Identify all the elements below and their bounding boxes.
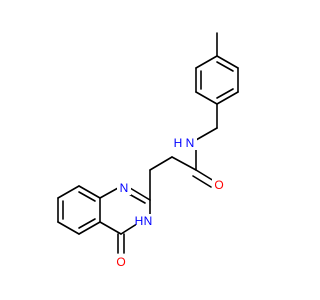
ring-n3-bg (136, 214, 156, 228)
bonds (57, 32, 239, 254)
bond-c2-n1-double (128, 193, 146, 204)
bond-ring-a-double-2 (216, 88, 234, 99)
ring-n1-bg (117, 181, 131, 195)
ring-o-bg (114, 254, 128, 268)
bond-benzo-5 (78, 221, 101, 235)
bond-c4a-c4 (99, 221, 122, 235)
bond-ch2-n (195, 127, 218, 141)
bond-benzo-2 (57, 185, 80, 199)
bond-ch2-ch2 (149, 156, 173, 171)
amide-hydrogen-label: H (174, 136, 183, 150)
bond-benzo-4 (57, 221, 80, 235)
bond-n1-c8a (99, 187, 119, 199)
ring-oxygen-label: O (116, 255, 125, 269)
bond-benzo-double-1 (78, 191, 96, 202)
bond-co-1 (195, 169, 215, 182)
bond-ring-a-double-1 (216, 61, 234, 72)
molecule-svg: N H O N N H O (57, 32, 239, 269)
atom-labels: N H O N N H O (114, 136, 226, 269)
bond-benzo-1 (78, 185, 101, 199)
bond-ring-a1 (216, 55, 239, 69)
amide-o-bg (212, 178, 226, 192)
structure-diagram: N H O N N H O (57, 32, 239, 269)
amide-n-bg (183, 136, 197, 150)
ring-n3-hydrogen-label: H (135, 214, 144, 228)
ring-n3-label: N (144, 214, 153, 228)
bond-co-ch2 (171, 156, 197, 171)
bond-ring-a4 (195, 91, 218, 105)
bond-ring-a3 (216, 91, 239, 105)
bond-benzo-double-3 (78, 218, 96, 229)
amide-oxygen-label: O (214, 178, 223, 192)
bond-c2-n1 (129, 187, 151, 201)
ring-n1-label: N (120, 181, 129, 195)
bond-co-2 (192, 175, 212, 188)
bond-ring-a6 (195, 55, 218, 69)
amide-nitrogen-label: N (186, 136, 195, 150)
